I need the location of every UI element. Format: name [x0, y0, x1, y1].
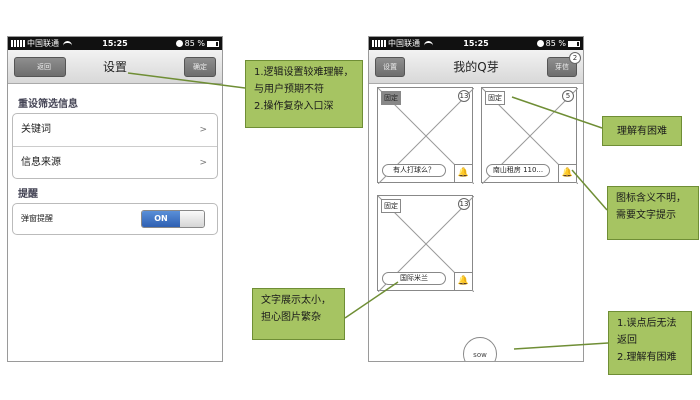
card-title-pill: 南山租房 110... — [486, 164, 550, 177]
note-line: 返回 — [617, 335, 637, 346]
nav-bar: 返回 设置 确定 — [8, 50, 222, 84]
settings-screen: 中国联通 15:25 85 % 返回 设置 确定 重设筛选信息 关键词 > 信息… — [7, 36, 223, 362]
row-keywords-label: 关键词 — [21, 124, 51, 135]
rotation-lock-icon — [536, 40, 544, 47]
row-popup-remind-label: 弹窗提醒 — [21, 214, 53, 223]
back-button[interactable]: 返回 — [8, 57, 66, 77]
note-line: 1.逻辑设置较难理解， — [254, 67, 354, 78]
note-line: 担心图片繁杂 — [261, 312, 321, 323]
toggle-knob — [180, 211, 204, 227]
bell-icon[interactable]: 🔔 — [454, 164, 472, 182]
row-sources-label: 信息来源 — [21, 157, 61, 168]
filter-group: 关键词 > 信息来源 > — [12, 113, 218, 179]
battery-percent: 85 % — [545, 39, 566, 48]
status-bar: 中国联通 15:25 85 % — [369, 37, 583, 50]
topic-card[interactable]: 固定 13 有人打球么？ 🔔 — [377, 87, 474, 184]
status-time: 15:25 — [102, 39, 128, 48]
connector-line — [511, 96, 603, 129]
wifi-icon — [424, 40, 433, 47]
annotation-note-settings-logic: 1.逻辑设置较难理解， 与用户预期不符 2.操作复杂入口深 — [245, 60, 363, 128]
page-title: 设置 — [102, 60, 127, 74]
my-qya-screen: 中国联通 15:25 85 % 设置 我的Q芽 芽信 2 固定 13 有人打球么… — [368, 36, 584, 362]
row-popup-remind: 弹窗提醒 ON — [13, 204, 217, 234]
section-header-filter: 重设筛选信息 — [18, 99, 78, 110]
back-button-label: 返回 — [37, 63, 51, 71]
section-header-remind: 提醒 — [18, 189, 38, 200]
pinned-tag: 固定 — [485, 91, 505, 105]
connector-line — [127, 72, 246, 89]
annotation-note-text-size: 文字展示太小， 担心图片繁杂 — [252, 288, 345, 340]
settings-button[interactable]: 设置 — [375, 57, 405, 77]
card-title-pill: 国际米兰 — [382, 272, 446, 285]
note-line: 文字展示太小， — [261, 295, 331, 306]
bell-icon[interactable]: 🔔 — [454, 272, 472, 290]
card-count-badge: 5 — [562, 90, 574, 102]
row-keywords[interactable]: 关键词 > — [13, 114, 217, 146]
messages-button[interactable]: 芽信 — [547, 57, 577, 77]
signal-icon — [11, 40, 25, 47]
topic-card[interactable]: 固定 13 国际米兰 🔔 — [377, 195, 474, 292]
annotation-note-icon: 图标含义不明， 需要文字提示 — [607, 186, 699, 240]
note-line: 与用户预期不符 — [254, 84, 324, 95]
popup-remind-toggle[interactable]: ON — [141, 210, 205, 228]
page-title: 我的Q芽 — [453, 60, 499, 74]
connector-line — [513, 342, 609, 350]
pinned-tag: 固定 — [381, 91, 401, 105]
signal-icon — [372, 40, 386, 47]
row-sources[interactable]: 信息来源 > — [13, 146, 217, 178]
battery-icon — [568, 40, 580, 47]
toggle-state: ON — [142, 211, 180, 227]
chevron-right-icon: > — [199, 125, 207, 135]
chevron-right-icon: > — [199, 158, 207, 168]
battery-percent: 85 % — [184, 39, 205, 48]
messages-badge: 2 — [569, 52, 581, 64]
status-bar: 中国联通 15:25 85 % — [8, 37, 222, 50]
annotation-note-tag: 理解有困难 — [602, 116, 682, 146]
sow-button[interactable]: sow — [463, 337, 497, 361]
confirm-button[interactable]: 确定 — [184, 57, 216, 77]
note-line: 图标含义不明， — [616, 193, 686, 204]
carrier-name: 中国联通 — [27, 39, 59, 48]
card-title-pill: 有人打球么？ — [382, 164, 446, 177]
note-line: 需要文字提示 — [616, 210, 676, 221]
wifi-icon — [63, 40, 72, 47]
connector-line — [571, 169, 608, 211]
card-count-badge: 13 — [458, 198, 470, 210]
note-line: 2.理解有困难 — [617, 352, 677, 363]
rotation-lock-icon — [175, 40, 183, 47]
carrier-name: 中国联通 — [388, 39, 420, 48]
battery-icon — [207, 40, 219, 47]
note-line: 1.误点后无法 — [617, 318, 677, 329]
nav-bar: 设置 我的Q芽 芽信 2 — [369, 50, 583, 84]
note-line: 2.操作复杂入口深 — [254, 101, 334, 112]
pinned-tag: 固定 — [381, 199, 401, 213]
connector-line — [344, 281, 399, 319]
annotation-note-sow: 1.误点后无法 返回 2.理解有困难 — [608, 311, 692, 375]
card-count-badge: 13 — [458, 90, 470, 102]
bell-icon[interactable]: 🔔 — [558, 164, 576, 182]
status-time: 15:25 — [463, 39, 489, 48]
note-line: 理解有困难 — [617, 126, 667, 137]
remind-group: 弹窗提醒 ON — [12, 203, 218, 235]
